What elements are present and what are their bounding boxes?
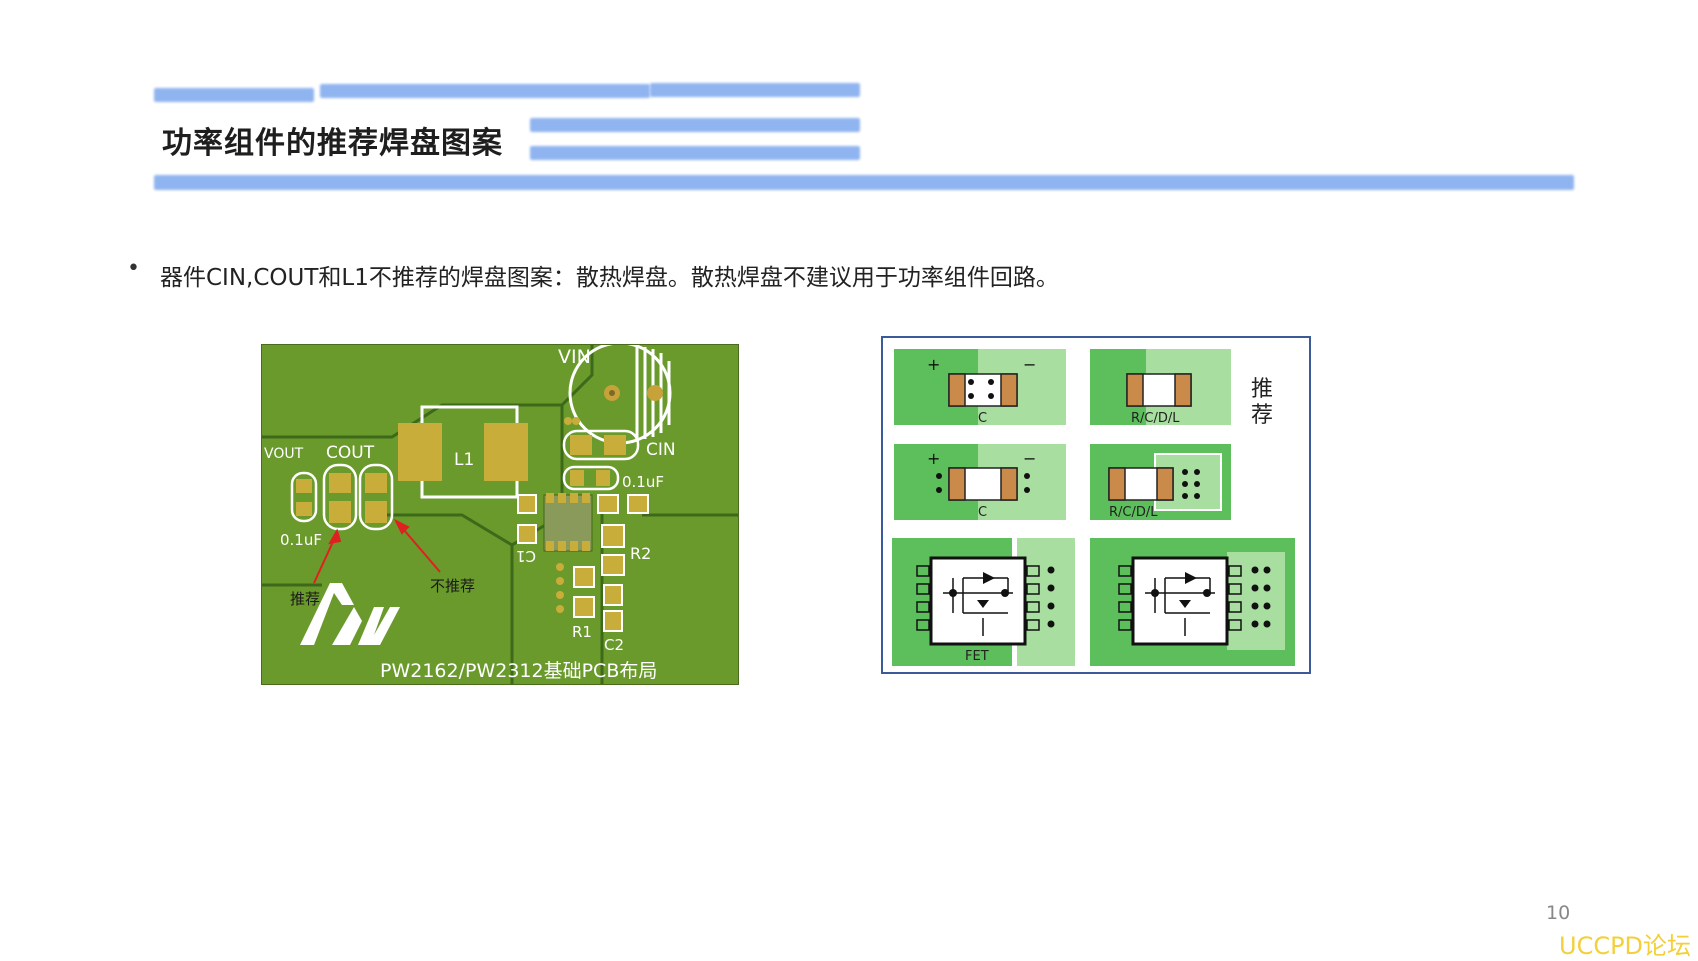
c-label-1: C xyxy=(978,411,987,426)
rcdl-label-1: R/C/D/L xyxy=(1131,411,1180,426)
r2-label: R2 xyxy=(630,544,651,563)
pcb-layout-figure: VIN L1 VOUT COUT 0.1uF 推荐 不推荐 xyxy=(261,344,739,685)
plus-1: + xyxy=(927,355,940,374)
header-bar-top-left xyxy=(154,88,314,102)
bullet-text: 器件CIN,COUT和L1不推荐的焊盘图案：散热焊盘。散热焊盘不建议用于功率组件… xyxy=(160,265,1059,291)
page-number: 10 xyxy=(1546,902,1571,924)
watermark: UCCPD论坛 xyxy=(1559,932,1692,960)
minus-2: − xyxy=(1023,449,1036,468)
recommend-line2: 荐 xyxy=(1251,403,1273,428)
r1-label: R1 xyxy=(572,623,592,641)
slide-title: 功率组件的推荐焊盘图案 xyxy=(162,126,503,161)
pad-pattern-figure: + − C R/C/D/L 推 荐 + − C R/C/D/L xyxy=(881,336,1311,674)
pad-pattern-svg: + − C R/C/D/L 推 荐 + − C R/C/D/L xyxy=(892,349,1295,666)
rcdl-label-2: R/C/D/L xyxy=(1109,505,1158,520)
header-bar-side-1 xyxy=(530,118,860,132)
bullet-icon: • xyxy=(127,256,140,281)
c2-label: C2 xyxy=(604,636,624,654)
minus-1: − xyxy=(1023,355,1036,374)
cout-label: COUT xyxy=(326,443,375,463)
recommended-label: 推荐 xyxy=(290,590,320,608)
recommend-line1: 推 xyxy=(1251,377,1273,402)
company-logo xyxy=(300,583,400,645)
header-bar-top-right xyxy=(650,83,860,97)
fet-label: FET xyxy=(965,649,989,664)
vout-label: VOUT xyxy=(264,446,304,462)
l1-label: L1 xyxy=(454,450,474,470)
cap-value-right: 0.1uF xyxy=(622,473,664,491)
pcb-caption: PW2162/PW2312基础PCB布局 xyxy=(380,660,657,682)
header-bar-side-2 xyxy=(530,146,860,160)
vin-label: VIN xyxy=(558,346,591,368)
not-recommended-label: 不推荐 xyxy=(430,577,475,595)
c1-label: C1 xyxy=(516,547,536,565)
plus-2: + xyxy=(927,449,940,468)
pcb-layout-svg: VIN L1 VOUT COUT 0.1uF 推荐 不推荐 xyxy=(262,345,738,684)
header-bar-top-mid xyxy=(320,84,650,98)
c-label-2: C xyxy=(978,505,987,520)
cap-value-left: 0.1uF xyxy=(280,531,322,549)
cin-label: CIN xyxy=(646,440,676,460)
header-bar-wide xyxy=(154,175,1574,190)
